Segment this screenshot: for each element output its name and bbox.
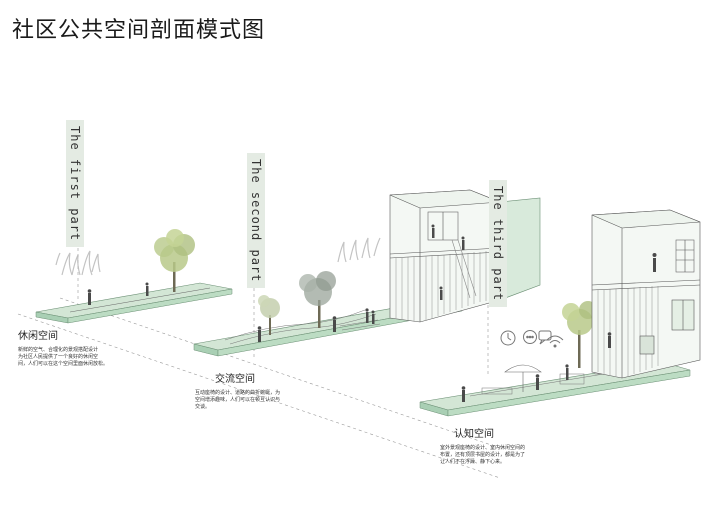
zone-leisure: 休闲空间 新鲜的空气、合理化的景观搭配设计 为社区人民提供了一个良好的休闲空 间… (18, 327, 130, 368)
part-tag-third: The third part (489, 180, 507, 308)
umbrella-third-part (504, 364, 542, 392)
zone-desc-leisure: 新鲜的空气、合理化的景观搭配设计 为社区人民提供了一个良好的休闲空 间，人们可以… (18, 347, 109, 367)
wifi-icon (546, 335, 564, 348)
part-tag-second: The second part (247, 153, 265, 289)
zone-communication: 交流空间 互动座椅的设计、道路的曲折蜿蜒，为 空间增添趣味，人们可以在顿互认识与… (195, 370, 307, 411)
zone-desc-cognition: 室外景观座椅的设计、室内休闲空间的 布置，还有顶层书屋的设计，都是为了 让人们不… (440, 445, 526, 465)
zone-title-communication: 交流空间 (215, 374, 255, 385)
building-third-part (591, 209, 701, 379)
chat-icon (523, 330, 537, 344)
zone-desc-communication: 互动座椅的设计、道路的曲折蜿蜒，为 空间增添趣味，人们可以在顿互认识与 交谈。 (195, 390, 281, 410)
people-first-part (87, 282, 149, 305)
tree-second-part-grey (299, 271, 336, 328)
tree-second-part-sage (258, 295, 280, 335)
sketch-trees-second-part (337, 237, 381, 263)
part-tag-first: The first part (66, 120, 84, 248)
people-building-third-part (607, 253, 657, 348)
tree-first-part (154, 229, 195, 292)
people-second-part (257, 308, 375, 342)
platform-first-part (35, 282, 233, 324)
page-title: 社区公共空间剖面模式图 (12, 18, 266, 43)
zone-title-leisure: 休闲空间 (18, 331, 58, 342)
building-second-part (389, 189, 541, 323)
clock-icon (500, 330, 516, 346)
zone-title-cognition: 认知空间 (454, 429, 494, 440)
people-building-second-part (431, 224, 465, 300)
people-third-part (461, 364, 569, 402)
speech-bubble-icon (538, 330, 552, 345)
zone-cognition: 认知空间 室外景观座椅的设计、室内休闲空间的 布置，还有顶层书屋的设计，都是为了… (440, 425, 552, 466)
sketch-trees-first-part (55, 250, 101, 276)
